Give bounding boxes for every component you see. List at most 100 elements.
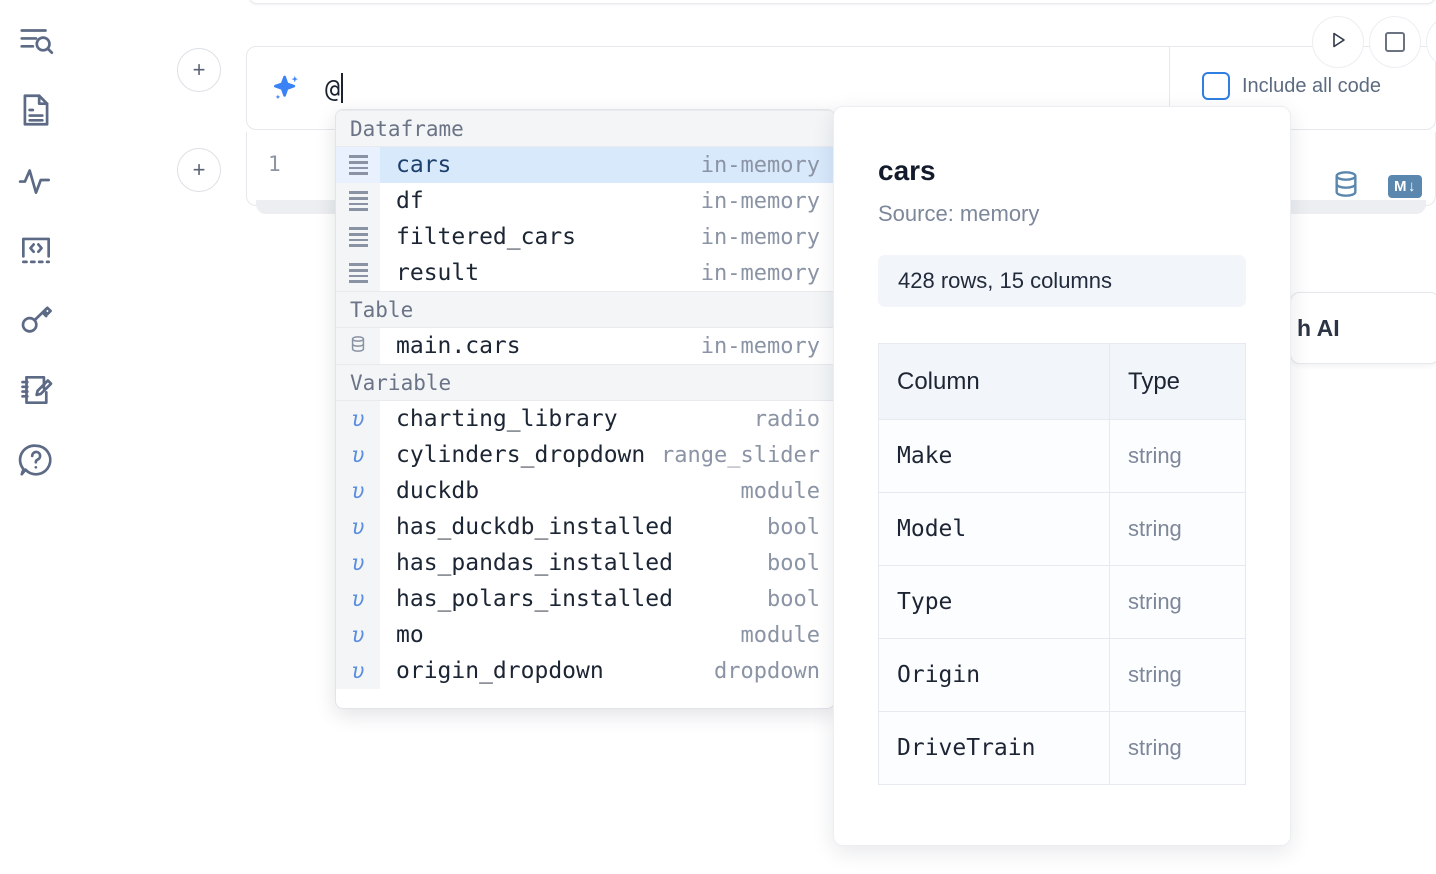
schema-column-name: DriveTrain [878,711,1110,785]
code-snippets-icon[interactable] [14,228,58,272]
autocomplete-item-type: module [740,622,820,648]
autocomplete-item[interactable]: υ cylinders_dropdown range_slider [336,437,834,473]
doc-title: cars [878,155,936,186]
include-all-code-label: Include all code [1242,74,1381,97]
autocomplete-item-type: bool [767,586,820,612]
add-cell-above-button[interactable]: + [177,48,221,92]
autocomplete-item-name: result [396,260,480,286]
activity-pulse-icon[interactable] [14,158,58,202]
autocomplete-item-name: df [396,188,424,214]
autocomplete-item-type: in-memory [700,333,820,359]
schema-column-type: string [1109,419,1246,493]
key-secrets-icon[interactable] [14,298,58,342]
text-caret [341,73,344,103]
autocomplete-item[interactable]: υ origin_dropdown dropdown [336,653,834,689]
cell-type-icons: M↓ [1330,168,1422,205]
schema-column-type: string [1109,492,1246,566]
dataframe-icon [336,219,380,255]
stop-button[interactable] [1369,16,1421,68]
variable-icon: υ [336,653,380,689]
run-button[interactable] [1312,16,1364,68]
variable-icon: υ [336,437,380,473]
autocomplete-group-header: Variable [336,364,834,401]
generate-with-ai-button[interactable]: h AI [1290,292,1436,364]
dataframe-icon [348,191,368,211]
schema-column-type: string [1109,565,1246,639]
schema-column-type: string [1109,638,1246,712]
variable-icon: υ [351,479,365,503]
variable-icon: υ [336,401,380,437]
dataframe-icon [336,183,380,219]
schema-column-name: Type [878,565,1110,639]
autocomplete-item[interactable]: result in-memory [336,255,834,291]
autocomplete-item-type: dropdown [714,658,820,684]
variable-icon: υ [336,581,380,617]
column-header-type: Type [1109,343,1246,420]
autocomplete-item-name: has_duckdb_installed [396,514,673,540]
ai-prompt-input[interactable]: @ [325,68,344,108]
markdown-letter: M [1394,178,1407,195]
ai-bar-divider [1169,46,1170,130]
include-all-code-checkbox[interactable]: Include all code [1202,72,1381,100]
variable-icon: υ [336,545,380,581]
dataframe-icon [336,255,380,291]
help-question-icon[interactable] [14,438,58,482]
autocomplete-group-header: Dataframe [336,110,834,147]
autocomplete-item[interactable]: filtered_cars in-memory [336,219,834,255]
database-icon [336,328,380,364]
autocomplete-item-type: in-memory [700,224,820,250]
add-cell-plus-icon: + [192,57,206,82]
line-number: 1 [268,152,281,176]
markdown-icon[interactable]: M↓ [1388,175,1422,198]
autocomplete-item-type: range_slider [661,442,820,468]
autocomplete-item-name: filtered_cars [396,224,577,250]
notebook-document-icon[interactable] [14,88,58,132]
schema-column-name: Make [878,419,1110,493]
autocomplete-item-name: origin_dropdown [396,658,604,684]
autocomplete-item[interactable]: υ duckdb module [336,473,834,509]
autocomplete-item-name: has_polars_installed [396,586,673,612]
scratchpad-edit-icon[interactable] [14,368,58,412]
dataframe-icon [348,227,368,247]
table-header-row: Column Type [878,343,1246,420]
autocomplete-item-type: radio [753,406,820,432]
schema-column-name: Origin [878,638,1110,712]
add-cell-below-button[interactable]: + [177,148,221,192]
autocomplete-item[interactable]: υ has_polars_installed bool [336,581,834,617]
completion-doc-panel: cars Source: memory 428 rows, 15 columns… [833,106,1291,846]
autocomplete-item-name: duckdb [396,478,480,504]
checkbox-box-icon[interactable] [1202,72,1230,100]
dataframe-icon [336,147,380,183]
notebook-card-top-edge [248,0,1436,4]
dataframe-icon [348,263,368,283]
autocomplete-item-name: cylinders_dropdown [396,442,646,468]
autocomplete-item-type: in-memory [700,260,820,286]
column-header-column: Column [878,343,1110,420]
autocomplete-item-type: bool [767,514,820,540]
dataframe-icon [348,155,368,175]
play-triangle-icon [1326,28,1350,57]
variable-icon: υ [351,551,365,575]
stop-square-icon [1385,32,1405,52]
schema-column-name: Model [878,492,1110,566]
variable-icon: υ [351,587,365,611]
ai-prompt-value: @ [325,73,341,103]
autocomplete-item-type: module [740,478,820,504]
database-icon[interactable] [1330,168,1362,205]
variable-icon: υ [351,659,365,683]
search-explore-icon[interactable] [14,18,58,62]
